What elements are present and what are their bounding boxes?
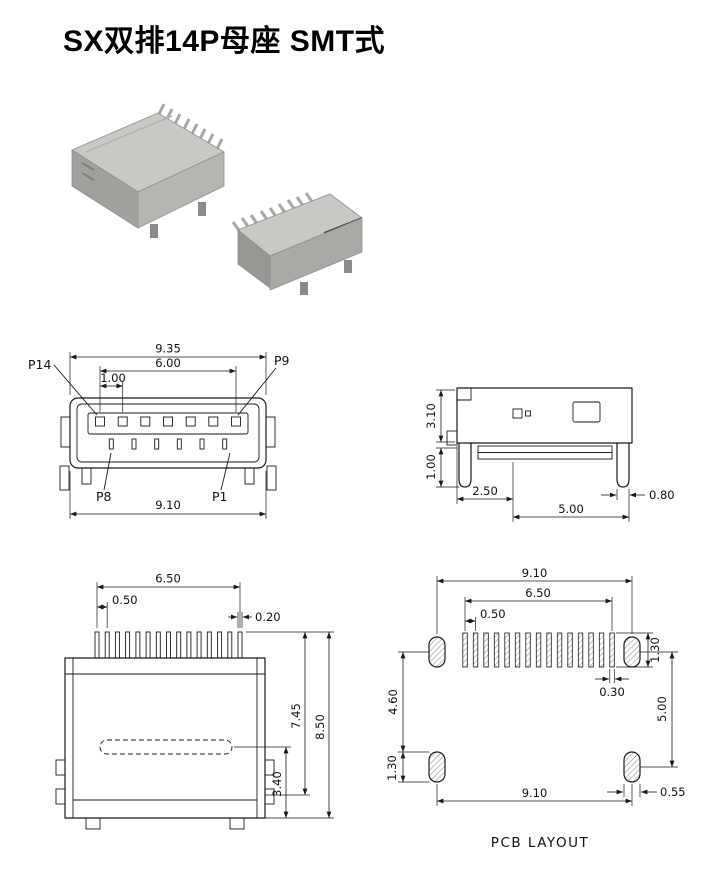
- dim-side-leg-span: 5.00: [513, 500, 630, 522]
- dim-label: 5.00: [558, 502, 584, 516]
- dim-pcb-span-bottom: 9.10: [436, 784, 633, 806]
- pin-label-p8: P8: [96, 489, 112, 504]
- dim-label: 3.40: [270, 771, 284, 797]
- dim-label: 2.50: [472, 484, 498, 498]
- dim-label: 6.50: [155, 572, 181, 586]
- dim-label: 8.50: [313, 714, 327, 740]
- dim-bottom-overall-depth: 8.50: [246, 631, 334, 819]
- dim-label: 9.10: [522, 566, 548, 580]
- pin-callout-p1: P1: [212, 452, 231, 504]
- dim-pcb-pad-height-bottom: 1.30: [385, 752, 429, 783]
- product-photo: [71, 103, 363, 295]
- dim-pcb-pad-height-top: 1.30: [616, 632, 662, 668]
- dim-label: 7.45: [289, 703, 303, 729]
- dim-label: 0.50: [112, 593, 138, 607]
- dim-label: 0.55: [660, 785, 686, 799]
- dim-label: 1.30: [385, 755, 399, 781]
- dim-side-leg-width: 0.80: [601, 488, 675, 502]
- side-view-body: [446, 387, 633, 488]
- side-view: 3.10 1.00 2.50 0.80: [424, 387, 675, 522]
- dim-label: 0.50: [480, 607, 506, 621]
- dim-label: 0.30: [599, 685, 625, 699]
- dim-front-pitch: 1.00: [100, 371, 126, 412]
- dim-pcb-pad-spacing: 5.00: [640, 651, 678, 768]
- dim-label: 3.10: [424, 403, 438, 429]
- dim-front-overall-bottom: 9.10: [69, 471, 267, 519]
- dim-label: 9.10: [155, 498, 181, 512]
- front-view: 9.35 6.00 1.00 P14 P9 P8: [28, 342, 290, 519]
- front-view-body: [59, 397, 277, 491]
- dim-label: 9.10: [522, 786, 548, 800]
- dim-label: 4.60: [386, 689, 400, 715]
- dim-pcb-pitch: 0.50: [465, 607, 506, 631]
- pin-callout-p9: P9: [237, 353, 290, 416]
- dim-pcb-row-span: 6.50: [464, 586, 613, 631]
- dim-label: 0.80: [649, 488, 675, 502]
- dim-pcb-span-top: 9.10: [436, 566, 633, 634]
- photo-connector-right: [231, 192, 363, 295]
- dim-pcb-pad-width-bottom: 0.55: [607, 784, 686, 799]
- dim-pcb-pad-width: 0.30: [595, 669, 629, 699]
- dim-bottom-pitch: 0.50: [97, 593, 138, 628]
- pin-label-p1: P1: [212, 489, 228, 504]
- pcb-pads: [428, 632, 641, 783]
- dim-bottom-pin-width: 0.20: [228, 610, 281, 628]
- dim-label: 1.00: [424, 454, 438, 480]
- dim-label: 6.00: [155, 356, 181, 370]
- dim-label: 1.00: [100, 371, 126, 385]
- pin-label-p14: P14: [28, 357, 51, 372]
- pin-callout-p14: P14: [28, 357, 98, 416]
- dim-front-overall-top: 9.35: [69, 342, 267, 395]
- dim-label: 9.35: [155, 342, 181, 356]
- dim-side-height: 3.10: [424, 389, 455, 443]
- dim-front-pin-span: 6.00: [99, 356, 237, 412]
- dim-pcb-row-offset: 4.60: [386, 651, 429, 753]
- bottom-view: 6.50 0.50 0.20 8.50: [55, 572, 334, 830]
- pin-label-p9: P9: [274, 353, 290, 368]
- dim-label: 0.20: [255, 610, 281, 624]
- dim-label: 6.50: [525, 586, 551, 600]
- dim-label: 5.00: [655, 696, 669, 722]
- dim-label: 1.30: [648, 637, 662, 663]
- photo-connector-left: [71, 103, 225, 238]
- dim-bottom-body-depth: 7.45: [265, 632, 310, 796]
- pcb-layout-view: 9.10 6.50 0.50 1.30: [385, 566, 686, 851]
- pcb-layout-caption: PCB LAYOUT: [491, 835, 589, 851]
- dim-side-lead-height: 1.00: [424, 447, 459, 488]
- dim-bottom-lower-depth: 3.40: [234, 746, 291, 818]
- bottom-view-body: [55, 631, 275, 830]
- dim-side-front-depth: 2.50: [456, 446, 514, 522]
- page-title: SX双排14P母座 SMT式: [63, 25, 386, 58]
- pin-callout-p8: P8: [96, 452, 112, 504]
